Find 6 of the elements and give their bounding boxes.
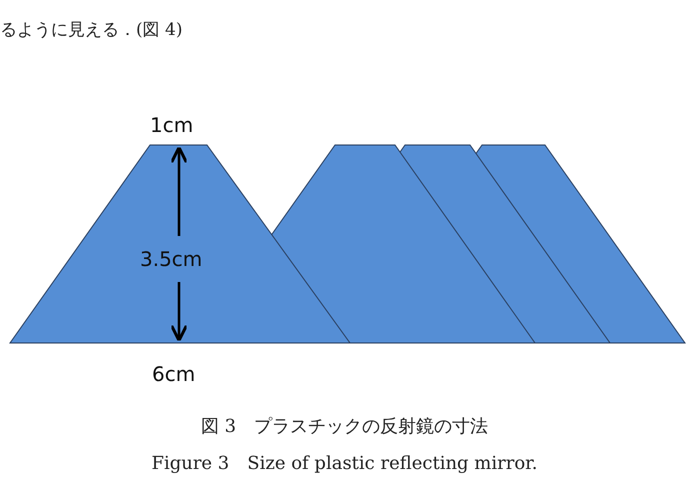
running-text: るように見える．(図 4) — [0, 19, 182, 41]
dimension-label: 3.5cm — [140, 247, 202, 271]
figure-caption: 図 3 プラスチックの反射鏡の寸法 — [200, 416, 488, 437]
dimension-label: 1cm — [150, 113, 194, 137]
figure-caption: Figure 3 Size of plastic reflecting mirror. — [151, 453, 538, 474]
dimension-label: 6cm — [152, 362, 196, 386]
